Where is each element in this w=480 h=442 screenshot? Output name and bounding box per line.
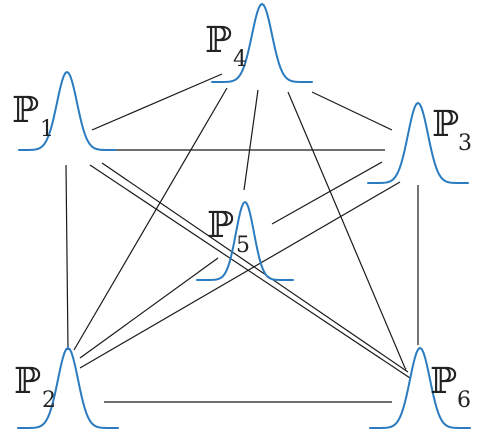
node-p3-subscript: 3 [458, 131, 472, 156]
edge-p1-p2 [65, 164, 69, 351]
node-p1: ℙ 1 [12, 90, 54, 142]
node-p4: ℙ 4 [205, 20, 247, 72]
node-p3: ℙ 3 [432, 104, 472, 156]
node-p5: ℙ 5 [207, 205, 250, 258]
edge-p1-p4 [91, 73, 223, 131]
node-p1-symbol: ℙ [12, 90, 39, 131]
node-p6-subscript: 6 [457, 388, 471, 413]
gaussian-curve-p2 [17, 346, 119, 429]
node-p5-symbol: ℙ [207, 205, 234, 246]
node-p2: ℙ 2 [14, 361, 56, 413]
node-p6: ℙ 6 [430, 361, 471, 413]
edges-layer [65, 73, 419, 403]
node-p4-symbol: ℙ [205, 20, 232, 61]
edge-p4-p6 [287, 91, 406, 369]
edge-p1-p6 [101, 162, 409, 373]
gaussian-curve-p1 [18, 70, 116, 151]
gaussian-curve-p4 [211, 2, 313, 83]
node-p5-subscript: 5 [236, 233, 250, 258]
gaussian-curve-p6 [369, 346, 471, 429]
edge-p2-p6 [404, 367, 407, 371]
node-p6-symbol: ℙ [430, 361, 457, 402]
edge-p1-p6 [89, 164, 411, 379]
gaussian-curve-p5 [196, 200, 294, 281]
gaussian-curve-p3 [367, 101, 469, 184]
edge-p3-p6 [79, 257, 219, 359]
node-p2-subscript: 2 [42, 388, 56, 413]
edge-p4-p5 [243, 89, 259, 191]
node-p2-symbol: ℙ [14, 361, 41, 402]
edge-p4-p2 [73, 87, 228, 351]
edge-p3-p2 [79, 181, 401, 369]
node-p4-subscript: 4 [233, 47, 247, 72]
edge-p3-p5 [271, 161, 383, 225]
curves-layer [17, 2, 471, 429]
edge-p4-p3 [311, 91, 393, 131]
node-p3-symbol: ℙ [432, 104, 459, 145]
node-p1-subscript: 1 [40, 117, 54, 142]
